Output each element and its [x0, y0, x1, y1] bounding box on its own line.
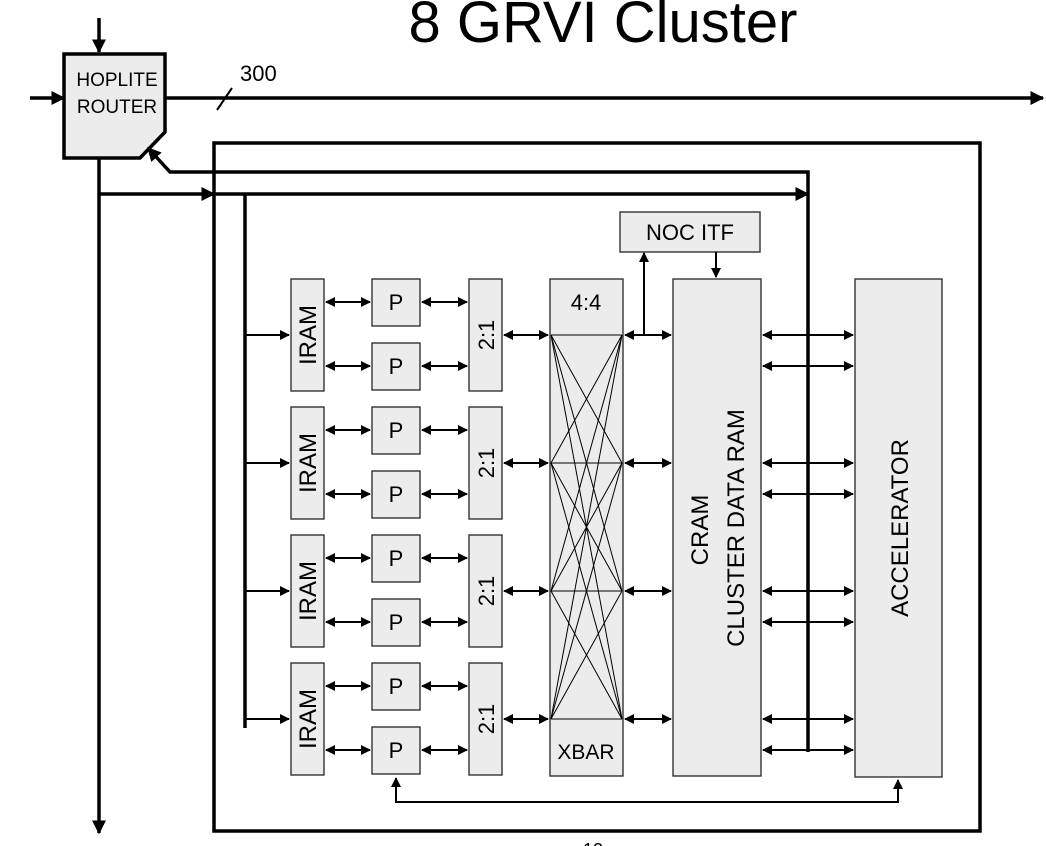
mux-block [468, 278, 503, 392]
accelerator-label: ACCELERATOR [887, 439, 914, 617]
processor-core [371, 598, 421, 647]
router-group: 300 HOPLITE ROUTER [30, 18, 1045, 835]
processor-label: P [389, 546, 404, 571]
ref-tick-mark [216, 87, 233, 111]
accelerator-group: ACCELERATOR [854, 278, 943, 778]
mux-block [468, 534, 503, 648]
iram-label: IRAM [295, 689, 322, 749]
processor-label: P [389, 738, 404, 763]
xbar-crosswire [550, 334, 623, 720]
processor-label: P [389, 290, 404, 315]
processor-core [371, 726, 421, 775]
cram-label-line1: CRAM [687, 495, 714, 566]
xbar-crosswires [550, 334, 623, 720]
xbar-top-label: 4:4 [571, 290, 602, 315]
iram-block [290, 534, 325, 648]
mux-label: 2:1 [474, 576, 499, 607]
noc-interface-group: NOC ITF [619, 211, 761, 334]
noc-itf-label: NOC ITF [646, 220, 734, 245]
ref-label: 300 [240, 61, 277, 86]
hoplite-router [62, 52, 167, 160]
mux-label: 2:1 [474, 448, 499, 479]
cram-label-line2: CLUSTER DATA RAM [723, 409, 750, 647]
cluster-boundary [212, 141, 982, 833]
mux-block [468, 662, 503, 776]
processor-group: IRAM P P 2:1 [290, 406, 503, 520]
processor-group: IRAM P P 2:1 [290, 278, 503, 392]
processor-core [371, 470, 421, 519]
processor-group: IRAM P P 2:1 [290, 534, 503, 648]
router-label-line2: ROUTER [77, 97, 157, 118]
xbar-crosswire [550, 334, 623, 464]
xbar-crosswire [550, 334, 623, 592]
mux-label: 2:1 [474, 320, 499, 351]
xbar-group: 4:4 XBAR [549, 278, 624, 777]
processor-group: IRAM P P 2:1 [290, 662, 503, 776]
cram-block [672, 278, 762, 777]
processor-core [371, 534, 421, 583]
mux-block [468, 406, 503, 520]
cram-accelerator-links [762, 330, 854, 755]
processor-core [371, 662, 421, 711]
processor-to-accelerator-link [391, 777, 903, 803]
processor-label: P [389, 610, 404, 635]
processor-label: P [389, 482, 404, 507]
accelerator-block [854, 278, 943, 778]
iram-block [290, 662, 325, 776]
processor-label: P [389, 354, 404, 379]
mux-label: 2:1 [474, 704, 499, 735]
processor-group-wires [245, 297, 672, 755]
xbar-crosswire [550, 462, 623, 720]
diagram-title: 8 GRVI Cluster [409, 0, 798, 55]
iram-label: IRAM [295, 305, 322, 365]
noc-itf-block [619, 211, 761, 253]
router-label-line1: HOPLITE [76, 70, 157, 91]
xbar-crosswire [550, 590, 623, 720]
processor-core [371, 278, 421, 327]
processor-core [371, 342, 421, 391]
iram-label: IRAM [295, 433, 322, 493]
processor-core [371, 406, 421, 455]
page-number: 12 [583, 840, 603, 846]
xbar-bottom-label: XBAR [557, 741, 614, 764]
iram-label: IRAM [295, 561, 322, 621]
processor-label: P [389, 418, 404, 443]
iram-block [290, 278, 325, 392]
processor-label: P [389, 674, 404, 699]
processor-groups: IRAM P P 2:1 IRAM P P 2:1 IRAM P P 2: [290, 278, 503, 776]
cram-group: CRAM CLUSTER DATA RAM [672, 278, 762, 777]
iram-block [290, 406, 325, 520]
